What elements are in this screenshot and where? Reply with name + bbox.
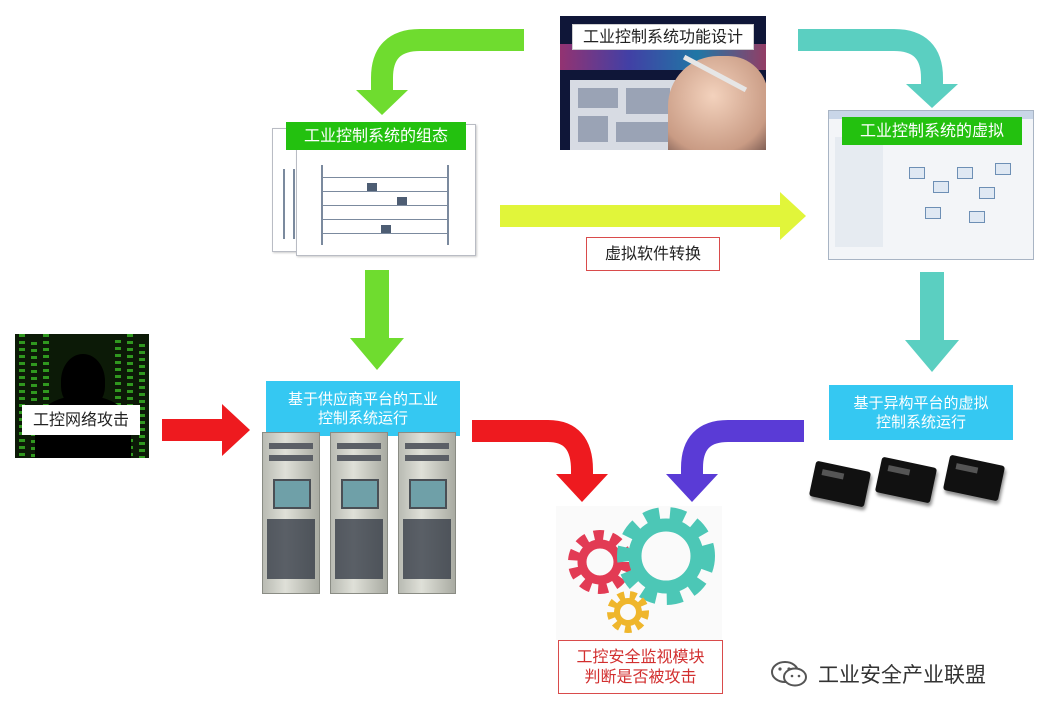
arrow-design-to-config (356, 29, 524, 115)
arrow-config-to-vendor (350, 270, 404, 370)
hacker-hood (61, 354, 105, 408)
arrow-vendor-to-monitor (472, 420, 608, 502)
gear-icon (617, 507, 715, 605)
arrow-attack-to-vendor (162, 404, 250, 456)
arrow-software-conversion (500, 192, 806, 240)
wechat-icon (771, 661, 807, 687)
design-document (570, 80, 680, 150)
hetero-platform-line-1: 基于异构平台的虚拟 (853, 393, 989, 412)
software-conversion-label: 虚拟软件转换 (586, 237, 720, 271)
gear-icon (607, 591, 649, 633)
server-cabinet-icon (330, 432, 388, 594)
server-cabinet-icon (262, 432, 320, 594)
gears-image (556, 506, 722, 640)
hetero-platform-line-2: 控制系统运行 (875, 412, 966, 431)
configuration-label: 工业控制系统的组态 (286, 122, 466, 150)
vendor-platform-line-2: 控制系统运行 (317, 408, 408, 427)
security-monitor-line-1: 工控安全监视模块 (576, 647, 705, 666)
cyber-attack-label: 工控网络攻击 (22, 405, 140, 435)
hacker-icon (15, 334, 149, 458)
function-design-label: 工业控制系统功能设计 (572, 24, 754, 50)
watermark: 工业安全产业联盟 (770, 657, 986, 691)
virtual-window (828, 110, 1034, 260)
vendor-platform-label: 基于供应商平台的工业 控制系统运行 (266, 381, 460, 436)
hetero-platform-label: 基于异构平台的虚拟 控制系统运行 (829, 385, 1013, 440)
virtualization-label: 工业控制系统的虚拟 (842, 117, 1022, 145)
arrow-virtual-to-hetero (905, 272, 959, 372)
virtualization-screenshot-image (828, 110, 1034, 260)
watermark-text: 工业安全产业联盟 (818, 663, 986, 687)
server-cabinet-icon (398, 432, 456, 594)
security-monitor-label: 工控安全监视模块 判断是否被攻击 (558, 640, 723, 694)
hand-image (668, 56, 766, 150)
gears-svg (568, 507, 715, 633)
security-monitor-line-2: 判断是否被攻击 (584, 667, 697, 686)
arrow-design-to-virtual (798, 29, 958, 108)
vendor-platform-line-1: 基于供应商平台的工业 (287, 389, 438, 408)
arrow-hetero-to-monitor (666, 420, 804, 502)
